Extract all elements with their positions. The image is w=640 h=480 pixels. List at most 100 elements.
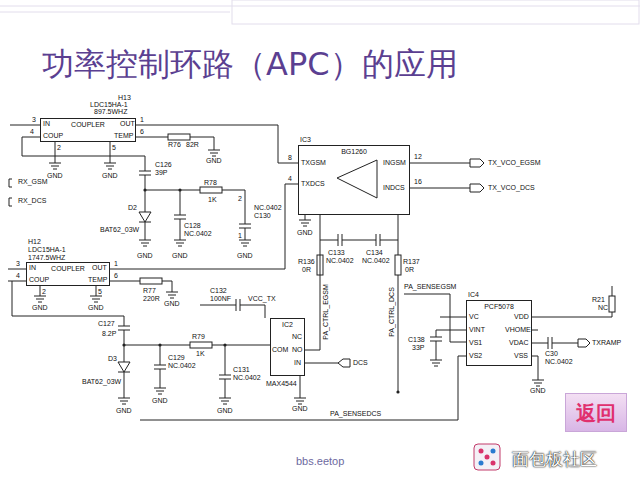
schematic-label: D3 bbox=[108, 355, 117, 363]
schematic-label: TXDCS bbox=[301, 180, 325, 188]
schematic-label: 1K bbox=[208, 196, 217, 204]
bracket-symbol bbox=[9, 179, 12, 206]
watermark-logo bbox=[474, 444, 500, 470]
schematic-label: GND bbox=[217, 407, 233, 415]
schematic-label: GND bbox=[237, 252, 253, 260]
schematic-label: C130 bbox=[254, 212, 271, 220]
wire bbox=[110, 163, 470, 392]
schematic-label: VHOME bbox=[505, 326, 531, 334]
schematic-label: NC.0402 bbox=[233, 374, 261, 382]
schematic-label: NO bbox=[292, 346, 303, 354]
schematic-label: 220R bbox=[143, 295, 160, 303]
schematic-label: 33P bbox=[412, 344, 424, 352]
schematic-label: NC bbox=[598, 304, 608, 312]
junction-dot bbox=[143, 188, 146, 191]
watermark: 面包板社区 bbox=[512, 449, 597, 469]
schematic-label: 16 bbox=[414, 178, 422, 186]
resistor-symbol bbox=[168, 134, 190, 140]
schematic-label: GND bbox=[172, 252, 188, 260]
slide-frame bbox=[0, 0, 640, 24]
logo-dot bbox=[479, 449, 484, 454]
wires bbox=[8, 125, 612, 420]
wire bbox=[145, 190, 245, 240]
schematic-label: NC.0402 bbox=[545, 358, 573, 366]
ground-symbol bbox=[34, 150, 544, 404]
header-line bbox=[0, 6, 640, 12]
slide-title: 功率控制环路（APC）的应用 bbox=[42, 44, 458, 84]
wire bbox=[140, 286, 612, 420]
schematic-label: INDCS bbox=[383, 184, 405, 192]
logo-dot bbox=[479, 461, 484, 466]
components bbox=[9, 134, 615, 404]
schematic-label: NC.0402 bbox=[168, 362, 196, 370]
schematic-label: 1747.5WHZ bbox=[28, 254, 65, 262]
schematic-label: RX_DCS bbox=[18, 197, 46, 205]
header-box bbox=[232, 0, 639, 24]
schematic-label: TXRAMP bbox=[592, 339, 621, 347]
schematic-label: VS2 bbox=[469, 352, 482, 360]
schematic-label: 4 bbox=[288, 175, 292, 183]
schematic-label: 5 bbox=[98, 288, 102, 296]
schematic-label: C129 bbox=[168, 354, 185, 362]
schematic-label: GND bbox=[206, 157, 222, 165]
schematic-label: PA_CTRL_DCS bbox=[388, 287, 396, 337]
wire bbox=[10, 125, 298, 190]
schematic-label: 4 bbox=[30, 128, 34, 136]
schematic-label: NC.0402 bbox=[362, 257, 390, 265]
schematic-label: OUT bbox=[92, 264, 107, 272]
schematic-label: C132 bbox=[210, 287, 227, 295]
schematic-label: VINT bbox=[469, 326, 485, 334]
logo-dot bbox=[491, 449, 496, 454]
schematic-label: GND bbox=[297, 229, 313, 237]
schematic-label: C128 bbox=[184, 222, 201, 230]
schematic-label: INGSM bbox=[383, 159, 406, 167]
schematic-label: COUP bbox=[29, 276, 49, 284]
schematic-label: 82R bbox=[186, 141, 199, 149]
schematic-label: 4 bbox=[16, 272, 20, 280]
schematic-label: NC.0402 bbox=[254, 204, 282, 212]
schematic-label: H12 bbox=[28, 238, 41, 246]
junction-dot bbox=[158, 343, 161, 346]
schematic-label: 12 bbox=[414, 153, 422, 161]
node-text: 返回 bbox=[576, 401, 616, 425]
schematic-label: R78 bbox=[204, 179, 217, 187]
node-text: PCF5078 bbox=[484, 301, 514, 311]
schematic-label: VSS bbox=[514, 352, 528, 360]
schematic-label: 39P bbox=[155, 169, 167, 177]
port-symbol bbox=[338, 159, 590, 367]
schematic-label: COUP bbox=[43, 132, 63, 140]
schematic-label: 2 bbox=[238, 195, 242, 203]
schematic-label: C127 bbox=[98, 320, 115, 328]
schematic-label: 3 bbox=[16, 260, 20, 268]
schematic-label: 1 bbox=[114, 260, 118, 268]
amplifier-symbol bbox=[337, 160, 377, 198]
schematic-label: 8 bbox=[288, 154, 292, 162]
schematic-label: GND bbox=[292, 405, 308, 413]
schematic-label: PA_CTRL_EGSM bbox=[322, 284, 330, 340]
schematic-label: 5 bbox=[112, 144, 116, 152]
junction-dots bbox=[122, 188, 399, 393]
schematic-label: GND bbox=[116, 407, 132, 415]
schematic-label: NC bbox=[292, 333, 302, 341]
schematic-label: BAT62_03W bbox=[82, 378, 121, 386]
schematic-label: OUT bbox=[120, 120, 135, 128]
schematic-label: 100NF bbox=[210, 295, 231, 303]
schematic-label: 0R bbox=[405, 266, 414, 274]
schematic-label: MAX4544 bbox=[266, 380, 297, 388]
schematic-label: NC.0402 bbox=[326, 257, 354, 265]
schematic-label: D2 bbox=[128, 204, 137, 212]
schematic-label: R76 bbox=[168, 141, 181, 149]
schematic-label: LDC15HA-1 bbox=[90, 101, 128, 109]
schematic-label: GND bbox=[152, 397, 168, 405]
schematic-label: 2 bbox=[42, 288, 46, 296]
schematic-label: 6 bbox=[140, 128, 144, 136]
schematic-label: 0R bbox=[302, 266, 311, 274]
junction-dot bbox=[122, 343, 125, 346]
return-button: 返回 bbox=[565, 393, 627, 432]
schematic-label: TX_VCO_DCS bbox=[488, 184, 535, 192]
schematic-label: BAT62_03W bbox=[100, 226, 139, 234]
schematic-label: IC3 bbox=[300, 136, 311, 144]
schematic-label: R79 bbox=[192, 333, 205, 341]
schematic-label: IN bbox=[29, 264, 36, 272]
schematic-label: H13 bbox=[118, 94, 131, 102]
